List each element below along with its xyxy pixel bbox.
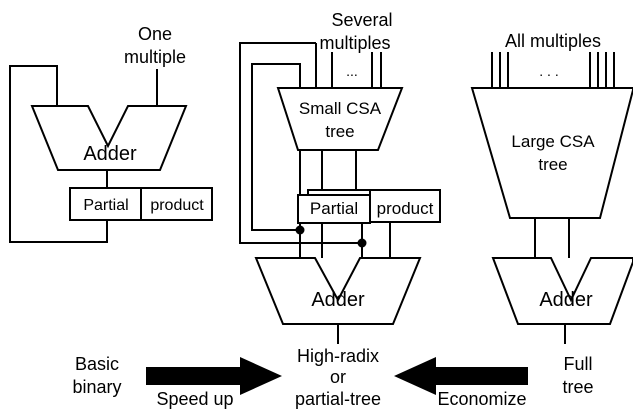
left-partial-register xyxy=(69,187,142,221)
right-adder-label: Adder xyxy=(539,289,593,311)
economize-arrow xyxy=(394,357,528,395)
economize-label: Economize xyxy=(437,389,526,409)
speed-up-arrow xyxy=(146,357,282,395)
left-adder-label: Adder xyxy=(83,143,137,165)
basic-binary-label-line2: binary xyxy=(72,377,121,397)
high-radix-label-line1: High-radix xyxy=(297,346,379,366)
right-adder-shape xyxy=(491,257,633,325)
high-radix-label-line2: or xyxy=(330,367,346,387)
left-product-register xyxy=(140,187,213,221)
small-csa-tree-shape xyxy=(276,87,404,151)
several-multiples-label-line2: multiples xyxy=(319,33,390,53)
one-multiple-label-line2: multiple xyxy=(124,47,186,67)
several-multiples-label-line1: Several xyxy=(331,10,392,30)
small-csa-tree-label-line2: tree xyxy=(325,122,354,141)
all-multiples-label: All multiples xyxy=(505,31,601,51)
one-multiple-label-line1: One xyxy=(138,24,172,44)
left-product-label: product xyxy=(150,197,204,214)
junction-dot-left xyxy=(295,225,305,235)
left-partial-label: Partial xyxy=(83,197,128,214)
left-adder-shape xyxy=(30,105,188,171)
large-csa-tree-label-line2: tree xyxy=(538,155,567,174)
right-ellipsis: . . . xyxy=(539,63,558,79)
full-tree-label-line1: Full xyxy=(563,354,592,374)
feedback-loop-line xyxy=(9,65,108,243)
full-tree-multiplier: All multiples . . . Large CSA tree Adder xyxy=(470,31,633,344)
large-csa-tree-label-line1: Large CSA xyxy=(511,132,595,151)
full-tree-label-line2: tree xyxy=(562,377,593,397)
middle-partial-label: Partial xyxy=(310,199,358,218)
high-radix-partial-tree-multiplier: Several multiples ... Small CSA tree Par… xyxy=(239,10,441,344)
small-csa-tree-label-line1: Small CSA xyxy=(299,99,382,118)
basic-binary-label-line1: Basic xyxy=(75,354,119,374)
large-csa-tree-shape xyxy=(470,87,633,219)
junction-dot-right xyxy=(357,238,367,248)
basic-binary-multiplier: One multiple Adder Partial product xyxy=(9,24,213,243)
speed-up-label: Speed up xyxy=(156,389,233,409)
middle-product-label: product xyxy=(377,199,434,218)
middle-product-register xyxy=(369,189,441,223)
middle-adder-label: Adder xyxy=(311,289,365,311)
design-spectrum-legend: Basic binary Speed up High-radix or part… xyxy=(72,346,593,409)
middle-adder-shape xyxy=(254,257,422,325)
middle-partial-register xyxy=(297,194,371,224)
high-radix-label-line3: partial-tree xyxy=(295,389,381,409)
middle-ellipsis: ... xyxy=(346,63,358,79)
